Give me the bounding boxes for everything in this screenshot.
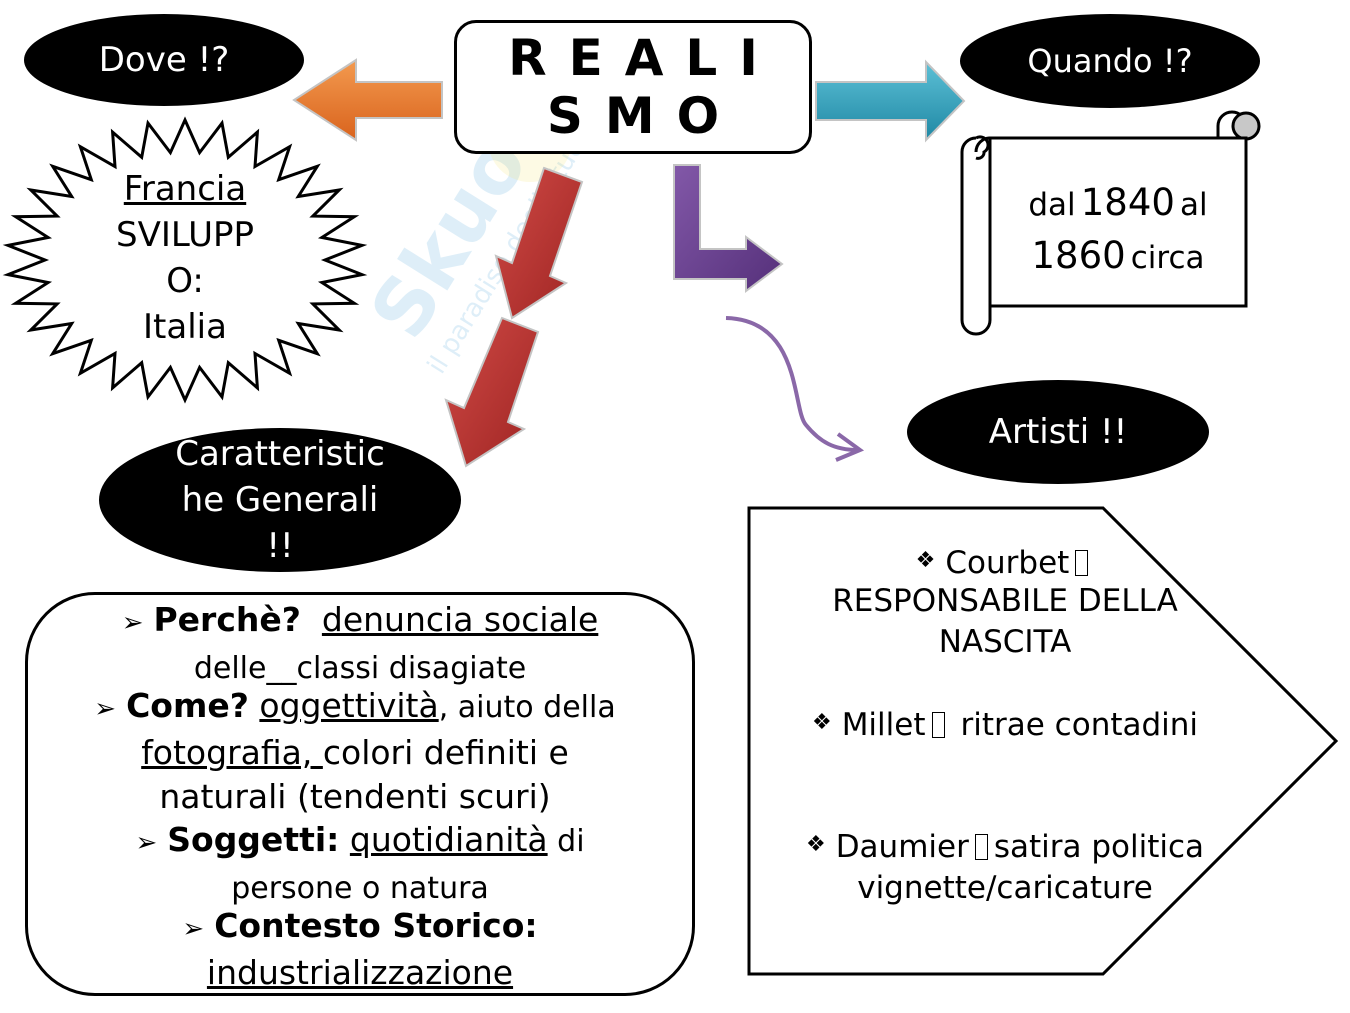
features-box bbox=[25, 592, 695, 996]
scroll-shape bbox=[960, 110, 1261, 336]
title-text: REALISMO bbox=[508, 29, 780, 145]
teal-arrow-right bbox=[815, 59, 966, 143]
artist-item-millet: ❖ Millet ritrae contadini bbox=[790, 702, 1220, 746]
starburst-shape bbox=[2, 116, 368, 404]
feature-label: Soggetti: bbox=[167, 820, 340, 859]
chevron-bullet-icon: ➢ bbox=[121, 608, 144, 638]
diamond-bullet-icon: ❖ bbox=[811, 710, 832, 735]
artists-oval: Artisti !! bbox=[907, 380, 1209, 484]
features-oval: Caratteristiche Generali !! bbox=[99, 428, 461, 572]
features-question: Caratteristiche Generali !! bbox=[175, 434, 385, 566]
feature-value-2: fotografia, bbox=[141, 733, 323, 772]
when-year-start: 1840 bbox=[1080, 181, 1175, 224]
artist-item-courbet: ❖ Courbet bbox=[790, 540, 1220, 584]
purple-curved-arrow bbox=[725, 316, 865, 462]
where-place: Francia bbox=[123, 169, 247, 209]
feature-label: Perchè? bbox=[153, 600, 301, 639]
purple-bent-arrow bbox=[673, 164, 784, 293]
artist-name: Millet bbox=[841, 707, 926, 743]
where-oval: Dove !? bbox=[24, 14, 304, 106]
artist-desc-daumier: satira politica vignette/caricature bbox=[857, 829, 1205, 906]
feature-rest-2: colori definiti e naturali (tendenti scu… bbox=[159, 733, 569, 816]
feature-soggetti: ➢ Soggetti: quotidianità di persone o nat… bbox=[25, 818, 695, 911]
feature-perche: ➢ Perchè? denuncia sociale delle__classi … bbox=[25, 598, 695, 691]
when-year-end: 1860 bbox=[1031, 234, 1126, 277]
arrow-glyph-icon bbox=[1075, 550, 1089, 576]
when-question: Quando !? bbox=[1027, 42, 1193, 80]
arrow-glyph-icon bbox=[931, 712, 945, 738]
feature-rest: delle__classi disagiate bbox=[193, 651, 527, 686]
arrow-glyph-icon bbox=[974, 834, 988, 860]
orange-arrow-left bbox=[292, 58, 443, 142]
feature-value: denuncia sociale bbox=[321, 600, 599, 639]
feature-label: Contesto Storico: bbox=[214, 906, 538, 945]
chevron-bullet-icon: ➢ bbox=[94, 694, 117, 724]
feature-label: Come? bbox=[126, 686, 249, 725]
chevron-bullet-icon: ➢ bbox=[135, 828, 158, 858]
artist-name: Courbet bbox=[945, 545, 1070, 581]
feature-rest-2: persone o natura bbox=[231, 871, 489, 906]
feature-rest: , aiuto della bbox=[438, 690, 616, 725]
feature-contesto: ➢ Contesto Storico: industrializzazione bbox=[25, 904, 695, 995]
artists-pentagon bbox=[747, 506, 1339, 976]
artists-question: Artisti !! bbox=[988, 412, 1128, 452]
feature-rest: di bbox=[547, 824, 585, 859]
title-box: REALISMO bbox=[454, 20, 812, 154]
artist-desc-millet: ritrae contadini bbox=[960, 707, 1199, 743]
when-dates: dal 1840 al 1860 circa bbox=[1000, 180, 1236, 286]
artist-name: Daumier bbox=[835, 829, 969, 865]
chevron-bullet-icon: ➢ bbox=[182, 914, 205, 944]
feature-value: oggettività bbox=[259, 686, 439, 725]
where-question: Dove !? bbox=[98, 40, 230, 80]
diamond-bullet-icon: ❖ bbox=[805, 832, 826, 857]
when-oval: Quando !? bbox=[960, 14, 1260, 108]
feature-value: quotidianità bbox=[349, 820, 548, 859]
diamond-bullet-icon: ❖ bbox=[915, 548, 936, 573]
when-from-word: dal bbox=[1028, 187, 1076, 223]
when-to-word: al bbox=[1180, 187, 1208, 223]
red-arrow-upper bbox=[494, 166, 584, 320]
feature-value: industrializzazione bbox=[206, 953, 514, 992]
when-approx-word: circa bbox=[1130, 240, 1205, 276]
development-place: Italia bbox=[143, 307, 227, 347]
red-arrow-lower bbox=[444, 316, 540, 468]
artist-desc-courbet: RESPONSABILE DELLA NASCITA bbox=[832, 583, 1178, 660]
feature-come: ➢ Come? oggettività, aiuto della fotograf… bbox=[25, 684, 685, 819]
development-label: SVILUPPO: bbox=[115, 215, 254, 301]
